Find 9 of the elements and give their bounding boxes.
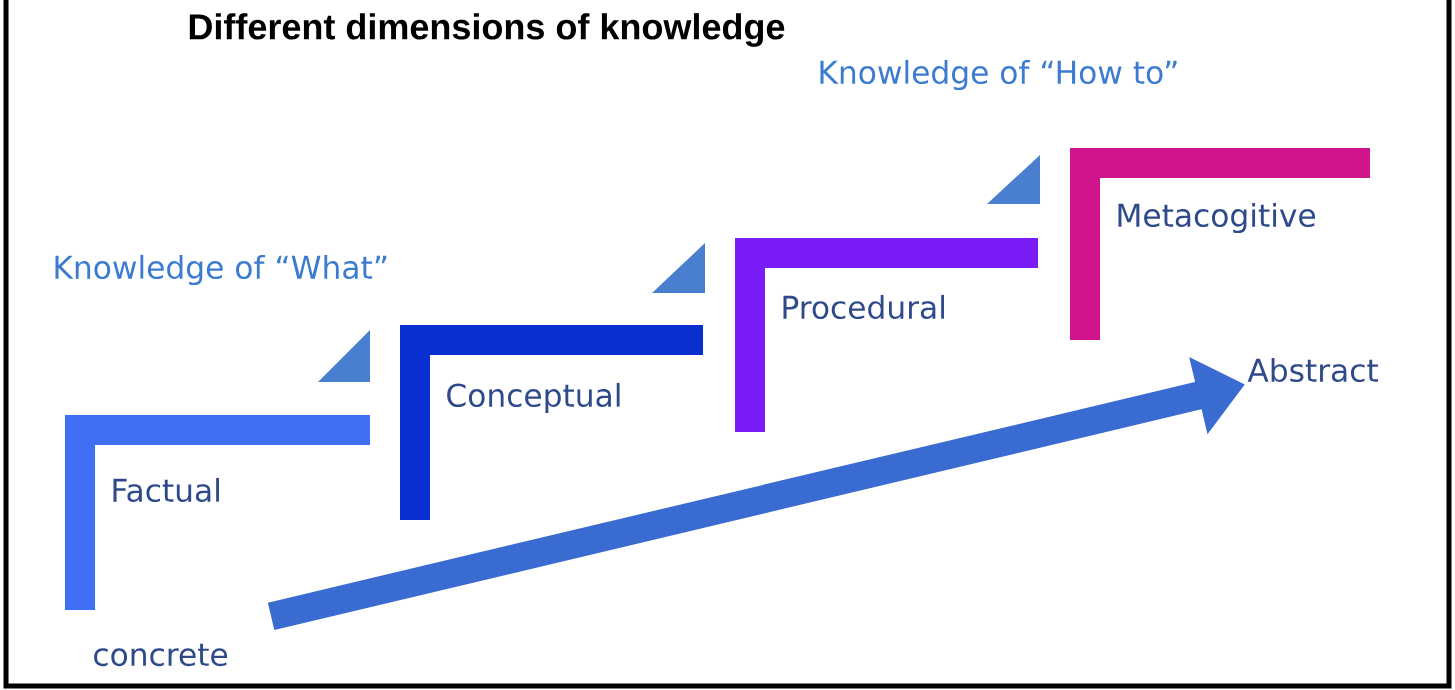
title: Different dimensions of knowledge (189, 13, 785, 47)
heading-text: Knowledge of “What” (55, 254, 387, 286)
step-label: concrete (94, 643, 228, 667)
step-label: Conceptual (400, 325, 703, 520)
heading-text: Knowledge of “How to” (820, 59, 1177, 91)
step-label: Factual (65, 415, 370, 610)
step-label: Abstract (1247, 357, 1378, 383)
step-label: Procedural (735, 238, 1038, 432)
step-label: Metacogitive (1070, 148, 1370, 340)
